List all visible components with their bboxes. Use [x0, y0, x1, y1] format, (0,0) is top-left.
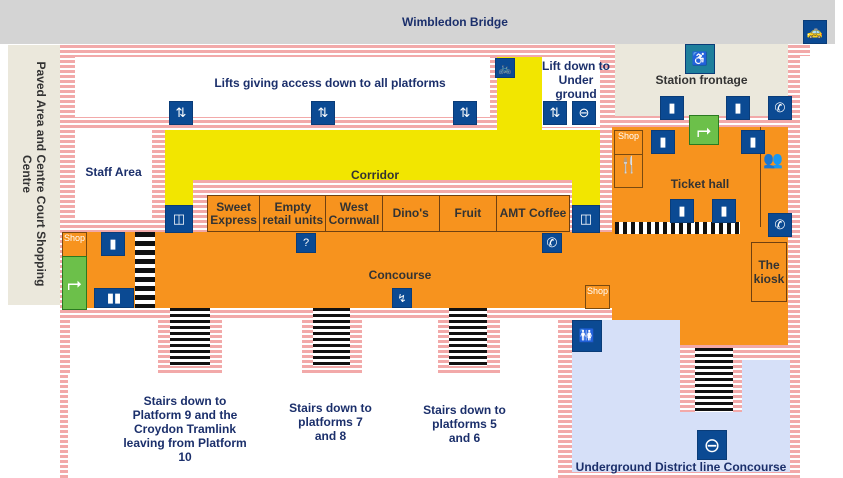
concourse-label: Concourse: [368, 268, 432, 282]
door-icon[interactable]: ◫: [165, 205, 193, 233]
lift-underground-label: Lift down to Under ground: [542, 59, 610, 101]
lifts-label: Lifts giving access down to all platform…: [214, 76, 446, 90]
shop-left[interactable]: Shop: [62, 232, 87, 258]
taxi-icon[interactable]: 🚕: [803, 20, 827, 44]
ticket-counter: [760, 127, 789, 227]
phone-icon[interactable]: ✆: [768, 213, 792, 237]
exit-icon[interactable]: ⮣: [689, 115, 719, 145]
ticket-machine-icon[interactable]: ▮: [670, 199, 694, 223]
platform-space: [362, 320, 438, 380]
stairs-label-5-6: Stairs down to platforms 5 and 6: [423, 403, 506, 445]
bicycle-icon: 🚲: [495, 58, 515, 78]
shop-empty-units[interactable]: Empty retail units: [260, 196, 327, 231]
road-wimbledon-bridge: [0, 0, 835, 44]
ticket-machines-icon[interactable]: ▮▮: [94, 288, 134, 308]
cafe-cutlery-icon: 🍴: [614, 154, 643, 188]
road-label: Wimbledon Bridge: [402, 15, 508, 29]
paved-area: [8, 45, 60, 305]
paved-area-label: Paved Area and Centre Court Shopping Cen…: [20, 61, 48, 287]
ticket-machine-icon[interactable]: ▮: [726, 96, 750, 120]
lifts-area: [75, 57, 490, 117]
ticket-gates-left: [135, 232, 155, 308]
the-kiosk[interactable]: The kiosk: [751, 242, 787, 302]
ticket-machine-icon[interactable]: ▮: [660, 96, 684, 120]
stairs-label-7-8: Stairs down to platforms 7 and 8: [289, 401, 372, 443]
lift-icon[interactable]: ⇅: [311, 101, 335, 125]
shop-amt-coffee[interactable]: AMT Coffee: [499, 206, 567, 220]
door-icon[interactable]: ◫: [572, 205, 600, 233]
shop-concourse[interactable]: Shop: [585, 285, 610, 309]
ticket-machine-icon[interactable]: ▮: [741, 130, 765, 154]
station-frontage-label: Station frontage: [655, 73, 748, 87]
phone-icon[interactable]: ✆: [768, 96, 792, 120]
stairs-platform-9[interactable]: [170, 308, 210, 366]
ticket-hall-label: Ticket hall: [670, 177, 730, 191]
corridor: [165, 130, 600, 180]
ticket-gates: [615, 222, 740, 234]
shop-west-cornwall[interactable]: West Cornwall: [326, 196, 383, 231]
stairs-underground[interactable]: [695, 348, 733, 412]
corridor-label: Corridor: [351, 168, 399, 182]
stairs-platform-7-8[interactable]: [313, 308, 350, 366]
ticket-machine-icon[interactable]: ▮: [712, 199, 736, 223]
stairs-platform-5-6[interactable]: [449, 308, 487, 366]
stairs-label-9: Stairs down to Platform 9 and the Croydo…: [123, 394, 247, 464]
staff-area-label: Staff Area: [85, 165, 142, 179]
ticket-machine-icon[interactable]: ▮: [651, 130, 675, 154]
help-point-icon[interactable]: ↯: [392, 288, 412, 308]
ticket-machine-icon[interactable]: ▮: [101, 232, 125, 256]
exit-left-icon[interactable]: ⮣: [62, 256, 87, 310]
underground-concourse-label: Underground District line Concourse: [575, 460, 787, 474]
shop-sweet-express[interactable]: Sweet Express: [208, 196, 261, 231]
underground-concourse-c: [742, 360, 790, 420]
underground-roundel-icon: ⊖: [572, 101, 596, 125]
underground-roundel-icon: ⊖: [697, 430, 727, 460]
lift-icon[interactable]: ⇅: [453, 101, 477, 125]
platform-space: [500, 320, 558, 380]
information-icon[interactable]: ?: [296, 233, 316, 253]
staff-area: [75, 128, 152, 218]
phone-icon[interactable]: ✆: [542, 233, 562, 253]
shop-fruit[interactable]: Fruit: [440, 196, 497, 231]
shop-dinos[interactable]: Dino's: [383, 196, 440, 231]
platform-space: [222, 320, 302, 380]
shops-row: Sweet Express Empty retail units West Co…: [207, 195, 570, 232]
outside: [800, 56, 843, 478]
toilets-icon[interactable]: 🚻: [572, 320, 602, 352]
ticket-office-icon: 👥: [763, 152, 783, 169]
disabled-parking-icon: ♿: [685, 44, 715, 74]
lift-icon[interactable]: ⇅: [543, 101, 567, 125]
lift-icon[interactable]: ⇅: [169, 101, 193, 125]
platform-area: [68, 375, 558, 478]
platform-space: [70, 320, 158, 380]
shop-ticket-hall[interactable]: Shop: [614, 130, 643, 156]
